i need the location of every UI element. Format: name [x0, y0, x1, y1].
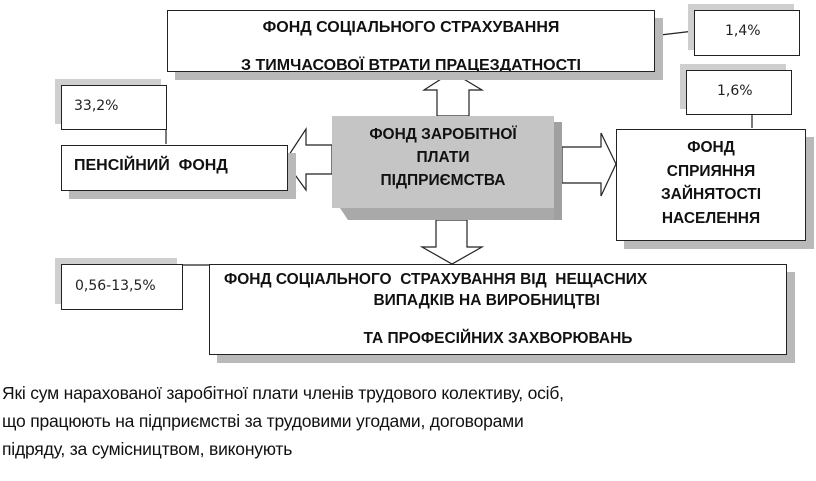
enterprise-payroll-fund-line-1: ФОНД ЗАРОБІТНОЇ	[369, 126, 517, 143]
pension-rate: 33,2%	[74, 98, 119, 114]
accident-insurance-fund-box: ФОНД СОЦІАЛЬНОГО СТРАХУВАННЯ ВІД НЕЩАСНИ…	[209, 264, 787, 355]
employment-fund-line-1: ФОНД	[687, 139, 735, 156]
accident-rate: 0,56-13,5%	[75, 278, 156, 294]
arrow-down-icon	[419, 219, 485, 265]
pension-fund-box: ПЕНСІЙНИЙ ФОНД	[61, 145, 288, 191]
employment-rate: 1,6%	[717, 83, 753, 99]
center-box-bevel-right	[554, 122, 562, 220]
employment-fund-line-2: СПРИЯННЯ	[666, 163, 756, 180]
caption-line-3: підряду, за сумісництвом, виконують	[2, 439, 293, 459]
temporary-disability-fund-title: ФОНД СОЦІАЛЬНОГО СТРАХУВАННЯ	[262, 19, 560, 36]
employment-fund-line-4: НАСЕЛЕННЯ	[661, 210, 761, 227]
center-box-bevel-bottom	[340, 208, 554, 220]
caption-line-2: що працюють на підприємстві за трудовими…	[2, 411, 524, 431]
temporary-disability-fund-box: ФОНД СОЦІАЛЬНОГО СТРАХУВАННЯ З ТИМЧАСОВО…	[167, 10, 655, 72]
caption-paragraph: Які сум нарахованої заробітної плати чле…	[2, 379, 564, 463]
temporary-disability-rate-box: 1,4%	[694, 10, 800, 56]
accident-fund-line-1: ФОНД СОЦІАЛЬНОГО СТРАХУВАННЯ ВІД НЕЩАСНИ…	[224, 271, 648, 288]
employment-fund-line-3: ЗАЙНЯТОСТІ	[660, 186, 762, 203]
accident-fund-line-2: ВИПАДКІВ НА ВИРОБНИЦТВІ	[373, 292, 600, 309]
temporary-disability-fund-subtitle: З ТИМЧАСОВОЇ ВТРАТИ ПРАЦЕЗДАТНОСТІ	[241, 57, 581, 72]
enterprise-payroll-fund-line-3: ПІДПРИЄМСТВА	[380, 172, 506, 189]
employment-promotion-fund-box: ФОНД СПРИЯННЯ ЗАЙНЯТОСТІ НАСЕЛЕННЯ	[616, 129, 806, 241]
enterprise-payroll-fund-line-2: ПЛАТИ	[416, 149, 470, 166]
temporary-disability-rate: 1,4%	[725, 23, 761, 39]
arrow-right-icon	[561, 132, 617, 197]
employment-rate-box: 1,6%	[686, 70, 792, 115]
pension-fund-title: ПЕНСІЙНИЙ ФОНД	[74, 157, 228, 174]
pension-rate-box: 33,2%	[61, 85, 167, 130]
accident-rate-box: 0,56-13,5%	[61, 264, 183, 310]
arrow-left-icon	[284, 126, 333, 192]
enterprise-payroll-fund-box: ФОНД ЗАРОБІТНОЇ ПЛАТИ ПІДПРИЄМСТВА	[332, 116, 554, 208]
connector-line-top-rate	[651, 30, 695, 37]
arrow-up-icon	[421, 71, 485, 117]
caption-line-1: Які сум нарахованої заробітної плати чле…	[2, 383, 564, 403]
accident-fund-line-3: ТА ПРОФЕСІЙНИХ ЗАХВОРЮВАНЬ	[363, 330, 633, 347]
